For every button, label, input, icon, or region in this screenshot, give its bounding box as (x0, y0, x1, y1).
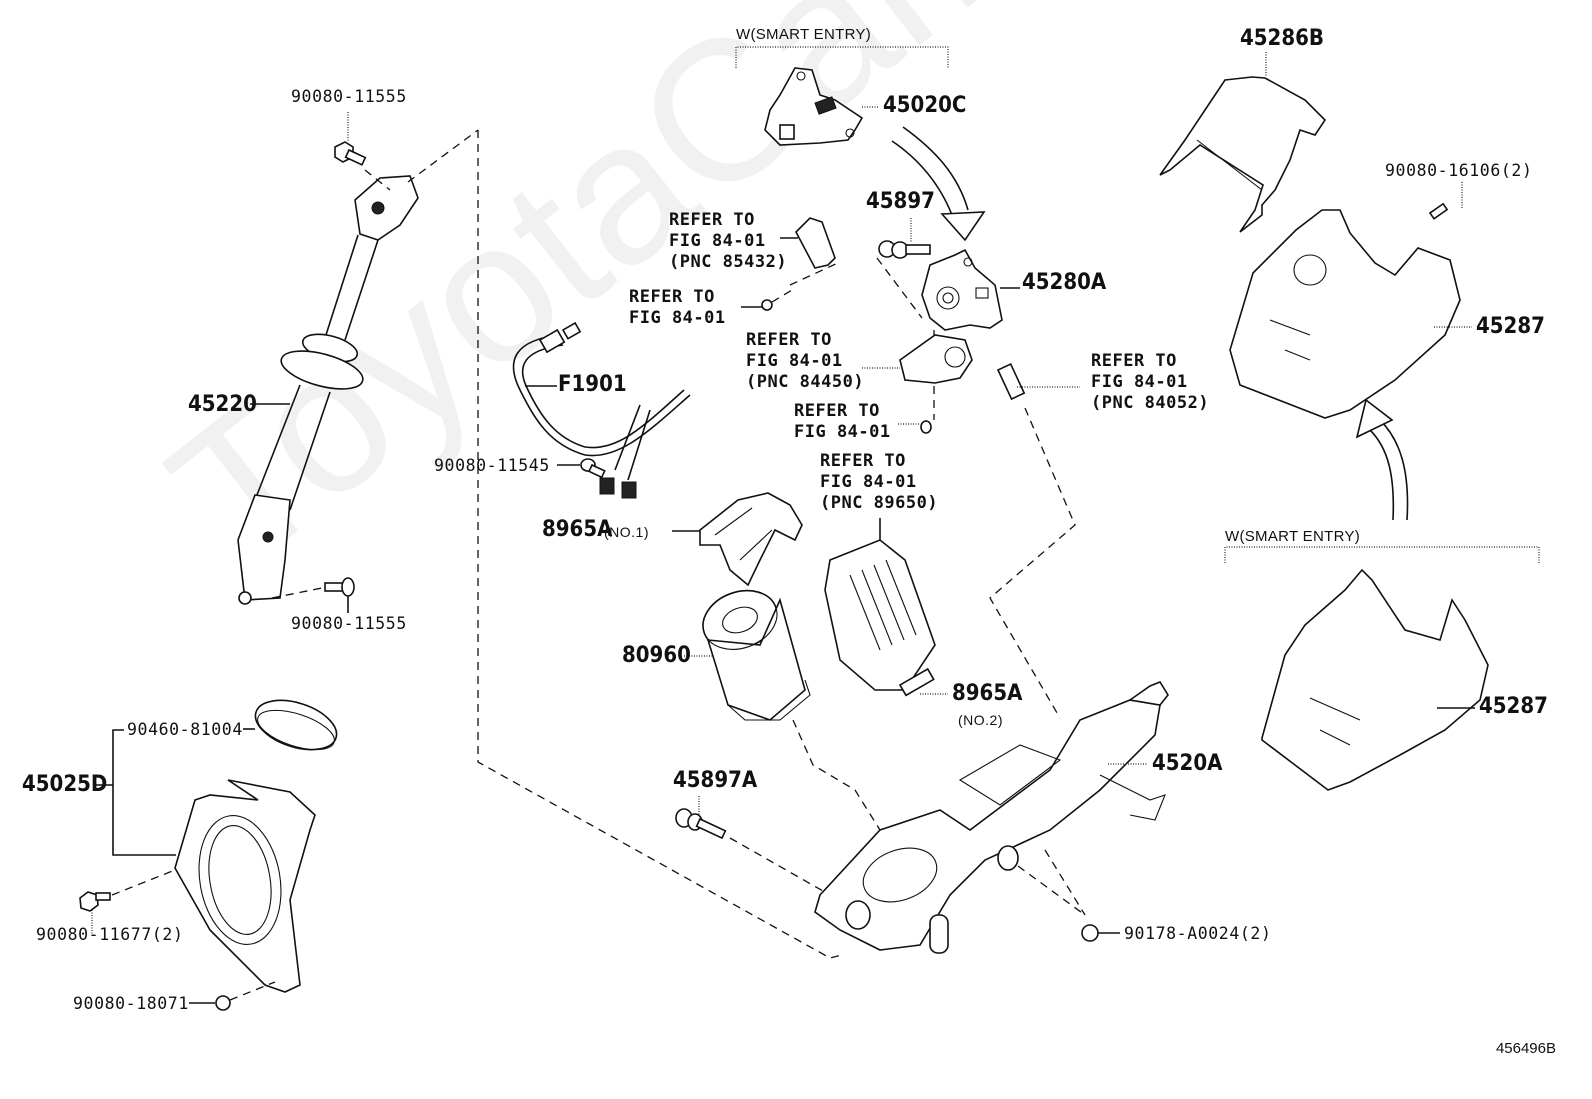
leader-dash (876, 257, 923, 319)
bolt-90080-11555-top (334, 112, 367, 166)
label-45280A[interactable]: 45280A (1022, 270, 1107, 295)
label-45286B[interactable]: 45286B (1240, 26, 1324, 51)
label-F1901[interactable]: F1901 (558, 372, 627, 397)
intermediate-shaft-45220[interactable] (237, 175, 419, 605)
lower-column-cover-45287-smart-entry[interactable] (1261, 568, 1489, 791)
label-90080-16106[interactable]: 90080-16106(2) (1385, 161, 1533, 180)
label-45287-lower[interactable]: 45287 (1479, 694, 1548, 719)
label-45025D[interactable]: 45025D (22, 772, 108, 797)
steering-column-4520A[interactable] (814, 681, 1169, 954)
nut-90178-A0024 (1081, 924, 1120, 942)
bracket-smart-entry-top (735, 46, 949, 68)
reference-pnc-84052[interactable]: REFER TO FIG 84-01 (PNC 84052) (1091, 351, 1210, 413)
connector-pnc-84052 (989, 363, 1080, 719)
lower-column-cover-45287[interactable] (1229, 209, 1472, 419)
label-8965A-no1[interactable]: 8965A (542, 517, 613, 542)
label-90080-11545[interactable]: 90080-11545 (434, 456, 550, 475)
bracket-45025D (96, 728, 255, 856)
label-90460-81004[interactable]: 90460-81004 (127, 720, 243, 739)
sensor-pnc-85432 (780, 217, 841, 286)
reference-pnc-85432[interactable]: REFER TO FIG 84-01 (PNC 85432) (669, 210, 788, 272)
label-8965A-no1-note: (NO.1) (604, 524, 649, 540)
clip-8965A-no2[interactable] (898, 667, 948, 697)
screw-refer-fig-84-01 (741, 289, 793, 311)
wire-harness-F1901[interactable] (512, 321, 691, 499)
leader-dash (271, 587, 323, 599)
bolt-45897 (878, 218, 931, 259)
label-45020C[interactable]: 45020C (883, 93, 967, 118)
leader-dash (407, 129, 479, 183)
upper-column-cover-45286B[interactable] (1159, 52, 1327, 233)
steering-lock-45020C[interactable] (764, 67, 878, 146)
motor-80960[interactable] (684, 581, 881, 831)
label-45897A[interactable]: 45897A (673, 768, 758, 793)
document-id: 456496B (1495, 1040, 1556, 1057)
label-4520A[interactable]: 4520A (1152, 751, 1223, 776)
bracket-smart-entry-right (1224, 546, 1540, 563)
install-arrow-icon-right (1355, 398, 1409, 521)
label-45897[interactable]: 45897 (866, 189, 935, 214)
group-label-smart-entry-right: W(SMART ENTRY) (1225, 528, 1361, 545)
bolt-90080-11545 (557, 458, 606, 479)
reference-screw[interactable]: REFER TO FIG 84-01 (629, 287, 726, 328)
ecu-pnc-89650[interactable] (824, 518, 936, 691)
bolt-45897A (675, 796, 831, 896)
label-45220[interactable]: 45220 (188, 392, 257, 417)
lock-housing-45280A[interactable] (921, 248, 1020, 331)
screw-90080-16106 (1428, 182, 1463, 220)
label-90080-11677[interactable]: 90080-11677(2) (36, 925, 184, 944)
label-90178-A0024[interactable]: 90178-A0024(2) (1124, 924, 1272, 943)
nut-90080-18071 (189, 981, 276, 1011)
reference-pnc-89650[interactable]: REFER TO FIG 84-01 (PNC 89650) (820, 451, 939, 513)
switch-pnc-84450 (862, 334, 973, 384)
label-8965A-no2[interactable]: 8965A (952, 681, 1023, 706)
assembly-dashed-line (477, 130, 843, 959)
reference-screw-lower[interactable]: REFER TO FIG 84-01 (794, 401, 891, 442)
column-hole-cover-45025D[interactable] (174, 691, 343, 993)
bolt-90080-11555-bottom (324, 577, 355, 613)
leader-dash (364, 169, 391, 191)
bracket-8965A-no1[interactable] (672, 492, 803, 587)
screw-refer-fig-84-01-lower (898, 420, 932, 434)
install-arrow-icon (891, 126, 986, 242)
reference-pnc-84450[interactable]: REFER TO FIG 84-01 (PNC 84450) (746, 330, 865, 392)
label-8965A-no2-note: (NO.2) (958, 712, 1003, 728)
label-80960[interactable]: 80960 (622, 643, 691, 668)
label-90080-11555-bottom[interactable]: 90080-11555 (291, 614, 407, 633)
group-label-smart-entry-top: W(SMART ENTRY) (736, 26, 872, 43)
label-90080-11555-top[interactable]: 90080-11555 (291, 87, 407, 106)
label-45287-upper[interactable]: 45287 (1476, 314, 1545, 339)
bolt-90080-11677 (79, 869, 176, 937)
label-90080-18071[interactable]: 90080-18071 (73, 994, 189, 1013)
